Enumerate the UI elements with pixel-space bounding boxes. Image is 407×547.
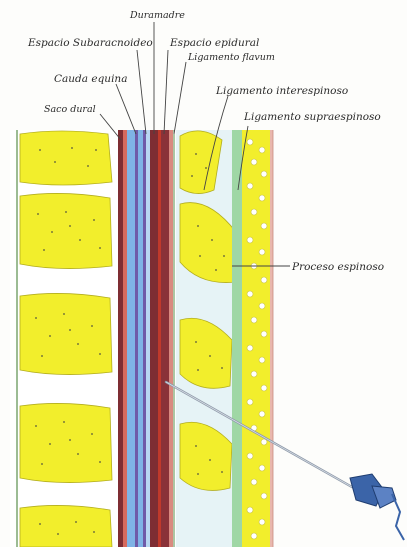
epidural-space: [161, 130, 169, 547]
csf-space-anterior: [127, 130, 135, 547]
label-espacio-subaracnoideo: Espacio Subaracnoideo: [27, 37, 153, 49]
cauda-equina-fibers: [135, 130, 138, 547]
label-cauda-equina: Cauda equina: [54, 73, 127, 85]
label-espacio-epidural: Espacio epidural: [169, 37, 259, 49]
subarachnoid-space: [146, 130, 150, 547]
posterior-longitudinal-ligament: [118, 130, 123, 547]
skin: [270, 130, 273, 547]
dura-mater: [150, 130, 158, 547]
superficial-layers: [232, 130, 273, 547]
vertebral-body-4: [20, 403, 112, 482]
label-ligamento-flavum: Ligamento flavum: [187, 52, 275, 63]
label-saco-dural: Saco dural: [44, 104, 96, 115]
label-ligamento-interespinoso: Ligamento interespinoso: [215, 85, 348, 97]
posterior-elements: [176, 130, 236, 547]
vertebral-body-2: [20, 193, 112, 268]
dural-sac: [118, 130, 174, 547]
label-proceso-espinoso: Proceso espinoso: [291, 261, 384, 273]
vertebral-body-5: [20, 505, 112, 547]
label-duramadre: Duramadre: [129, 10, 185, 21]
vertebral-body-1: [20, 131, 112, 185]
label-ligamento-supraespinoso: Ligamento supraespinoso: [243, 111, 381, 123]
vertebral-body-3: [20, 293, 112, 374]
supraspinous-ligament: [232, 130, 242, 547]
vertebral-column: [10, 130, 118, 547]
